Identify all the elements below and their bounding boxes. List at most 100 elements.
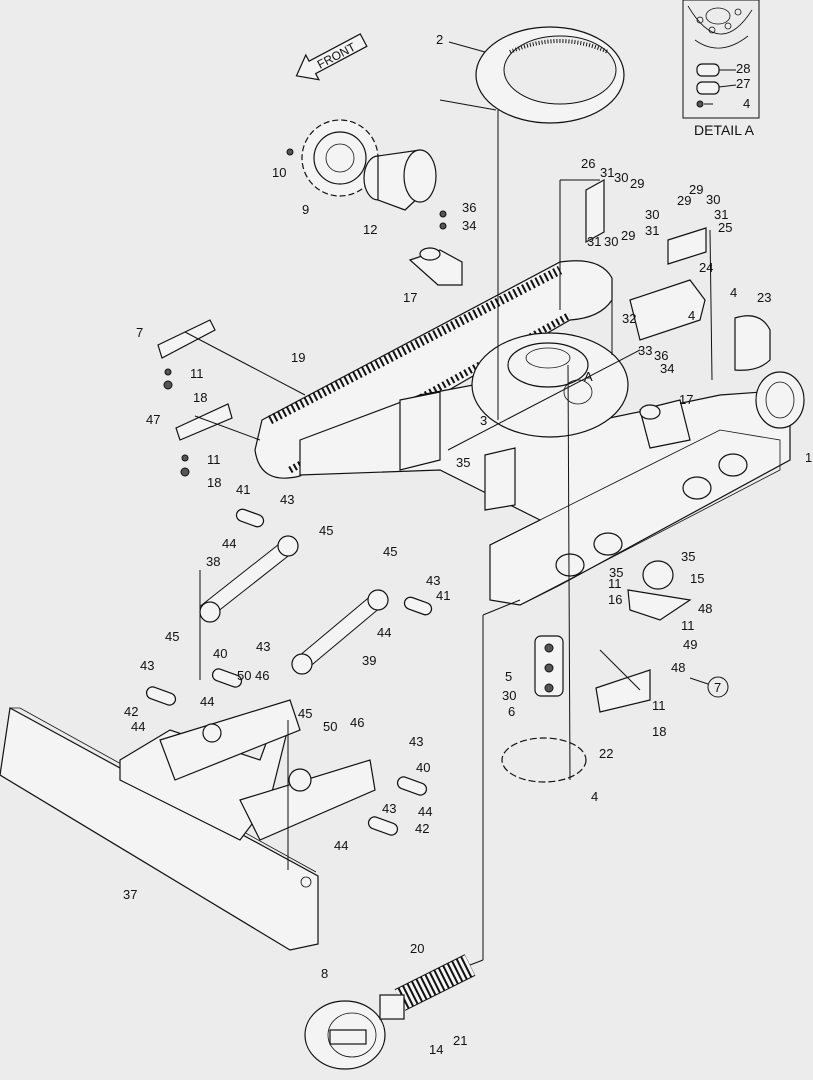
- callout-label: 29: [621, 228, 635, 243]
- callout-label: 2: [436, 32, 443, 47]
- callout-label: 35: [681, 549, 695, 564]
- callout-label: 4: [688, 308, 695, 323]
- callout-label: 42: [415, 821, 429, 836]
- callout-label: 24: [699, 260, 713, 275]
- callout-label: 40: [416, 760, 430, 775]
- callout-label: 18: [207, 475, 221, 490]
- callout-label: 17: [679, 392, 693, 407]
- callout-label: 4: [743, 96, 750, 111]
- callout-label: 41: [236, 482, 250, 497]
- callout-label: 49: [683, 637, 697, 652]
- callout-label: 43: [409, 734, 423, 749]
- callout-label: 46: [255, 668, 269, 683]
- callout-label: 11: [681, 618, 695, 633]
- motor-cover: [734, 315, 771, 371]
- front-arrow: FRONT: [295, 33, 368, 81]
- track-adjuster-bracket: [408, 247, 463, 286]
- callout-label: 7: [136, 325, 143, 340]
- callout-label: 18: [652, 724, 666, 739]
- callout-label: 3: [480, 413, 487, 428]
- callout-label: 10: [272, 165, 286, 180]
- callout-label: 14: [429, 1042, 443, 1057]
- callout-label: 50: [237, 668, 251, 683]
- callout-label: 45: [298, 706, 312, 721]
- callout-label: 19: [291, 350, 305, 365]
- callout-label: 30: [614, 170, 628, 185]
- guard-plate: [595, 669, 651, 713]
- callout-label: 30: [604, 234, 618, 249]
- callout-label: 8: [321, 966, 328, 981]
- callout-label: 1: [805, 450, 812, 465]
- callout-label: 31: [645, 223, 659, 238]
- blade-cylinder-left: [199, 535, 299, 623]
- callout-label: 31: [587, 234, 601, 249]
- sprocket: [301, 119, 379, 197]
- callout-label: 17: [403, 290, 417, 305]
- recoil-spring: [379, 954, 476, 1020]
- callout-label: 11: [608, 576, 622, 591]
- track-guard-upper: [157, 319, 216, 359]
- callout-label: 9: [302, 202, 309, 217]
- callout-label: 43: [280, 492, 294, 507]
- callout-labels: 1 2 3 4 4 4 4 5 6 7 8 9 10 11 11 11 11 1…: [123, 32, 812, 1057]
- svg-text:FRONT: FRONT: [315, 40, 359, 72]
- callout-label: 34: [660, 361, 674, 376]
- detail-a-label: DETAIL A: [694, 122, 755, 138]
- callout-label: 16: [608, 592, 622, 607]
- callout-label: 28: [736, 61, 750, 76]
- callout-label: 33: [638, 343, 652, 358]
- callout-label: 30: [502, 688, 516, 703]
- callout-label: 6: [508, 704, 515, 719]
- cover-plate: [629, 279, 706, 341]
- callout-label: 45: [319, 523, 333, 538]
- callout-label: 35: [609, 565, 623, 580]
- callout-label: 31: [600, 165, 614, 180]
- callout-label: 4: [591, 789, 598, 804]
- callout-label: 7: [714, 680, 721, 695]
- callout-label: 26: [581, 156, 595, 171]
- callout-label: 18: [193, 390, 207, 405]
- callout-label: 43: [382, 801, 396, 816]
- callout-label: 29: [689, 182, 703, 197]
- callout-label: 44: [222, 536, 236, 551]
- callout-label: 45: [165, 629, 179, 644]
- svg-text:A: A: [584, 369, 593, 384]
- blade-cylinder-right: [291, 589, 389, 675]
- callout-label: 22: [599, 746, 613, 761]
- callout-label: 20: [410, 941, 424, 956]
- callout-label: 43: [256, 639, 270, 654]
- callout-label: 29: [630, 176, 644, 191]
- bracket-plate: [585, 178, 707, 265]
- callout-label: 11: [190, 366, 204, 381]
- callout-label: 47: [146, 412, 160, 427]
- callout-label: 25: [718, 220, 732, 235]
- callout-label: 11: [207, 452, 221, 467]
- callout-label: 44: [377, 625, 391, 640]
- callout-label: 41: [436, 588, 450, 603]
- callout-label: 50: [323, 719, 337, 734]
- callout-label: 4: [730, 285, 737, 300]
- idler-wheel: [304, 1000, 386, 1070]
- pin: [235, 508, 265, 528]
- callout-label: 44: [334, 838, 348, 853]
- callout-label: 21: [453, 1033, 467, 1048]
- callout-label: 43: [140, 658, 154, 673]
- callout-label: 39: [362, 653, 376, 668]
- callout-label: 34: [462, 218, 476, 233]
- callout-label: 30: [645, 207, 659, 222]
- travel-motor: [286, 148, 437, 211]
- callout-label: 32: [622, 311, 636, 326]
- leader-lines: [184, 41, 713, 966]
- track-guard-lower: [175, 403, 233, 441]
- callout-label: 45: [383, 544, 397, 559]
- callout-label: 44: [200, 694, 214, 709]
- callout-label: 11: [652, 698, 666, 713]
- callout-label: 35: [456, 455, 470, 470]
- track-adjuster-cylinder: [639, 399, 691, 449]
- callout-label: 15: [690, 571, 704, 586]
- detail-a-inset: [682, 0, 760, 119]
- callout-label: 38: [206, 554, 220, 569]
- callout-label: 48: [671, 660, 685, 675]
